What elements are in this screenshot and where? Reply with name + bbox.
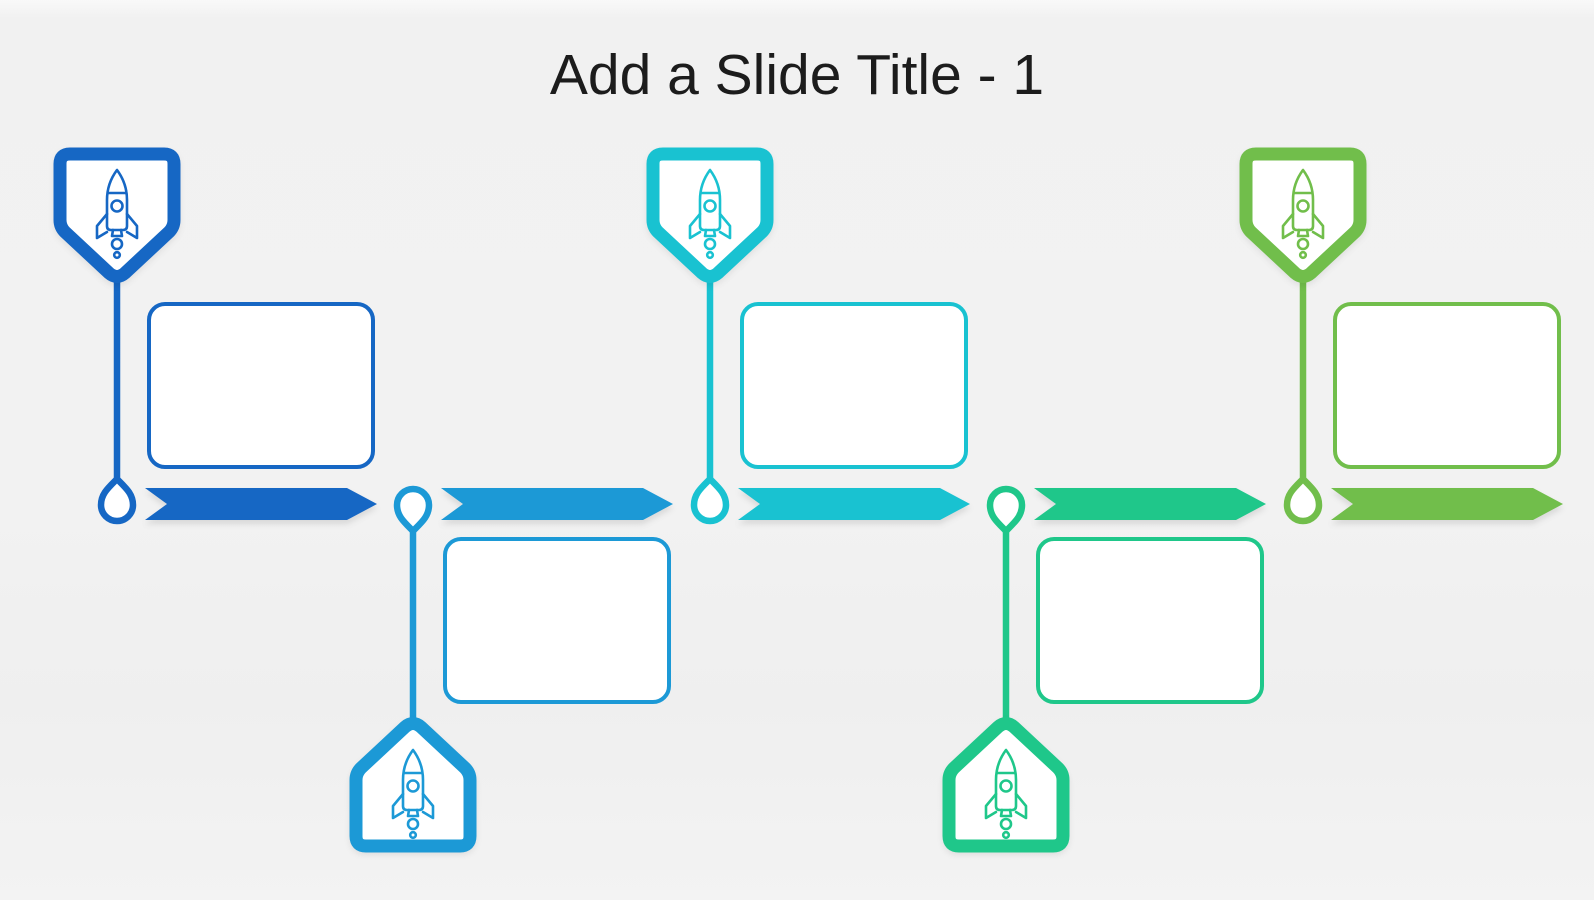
connector-line xyxy=(690,278,730,525)
milestone-badge[interactable] xyxy=(44,140,190,288)
hexagon-badge-shape xyxy=(942,717,1070,853)
milestone-badge[interactable] xyxy=(933,712,1079,860)
milestone-badge[interactable] xyxy=(1230,140,1376,288)
content-placeholder-box[interactable] xyxy=(1036,537,1264,704)
content-placeholder-box[interactable] xyxy=(443,537,671,704)
hexagon-badge-shape xyxy=(349,717,477,853)
rocket-icon xyxy=(1281,168,1325,260)
rocket-icon xyxy=(95,168,139,260)
connector-line xyxy=(1283,278,1323,525)
timeline-arrow xyxy=(738,487,970,521)
milestone-badge[interactable] xyxy=(340,712,486,860)
timeline-arrow xyxy=(441,487,673,521)
rocket-icon xyxy=(984,748,1028,840)
hexagon-badge-shape xyxy=(53,147,181,283)
hexagon-badge-shape xyxy=(646,147,774,283)
content-placeholder-box[interactable] xyxy=(147,302,375,469)
content-placeholder-box[interactable] xyxy=(740,302,968,469)
timeline-arrow xyxy=(1331,487,1563,521)
connector-line xyxy=(986,485,1026,719)
timeline-arrow xyxy=(145,487,377,521)
content-placeholder-box[interactable] xyxy=(1333,302,1561,469)
connector-line xyxy=(393,485,433,719)
connector-line xyxy=(97,278,137,525)
hexagon-badge-shape xyxy=(1239,147,1367,283)
slide-title[interactable]: Add a Slide Title - 1 xyxy=(549,43,1045,107)
timeline-arrow xyxy=(1034,487,1266,521)
rocket-icon xyxy=(688,168,732,260)
milestone-badge[interactable] xyxy=(637,140,783,288)
rocket-icon xyxy=(391,748,435,840)
